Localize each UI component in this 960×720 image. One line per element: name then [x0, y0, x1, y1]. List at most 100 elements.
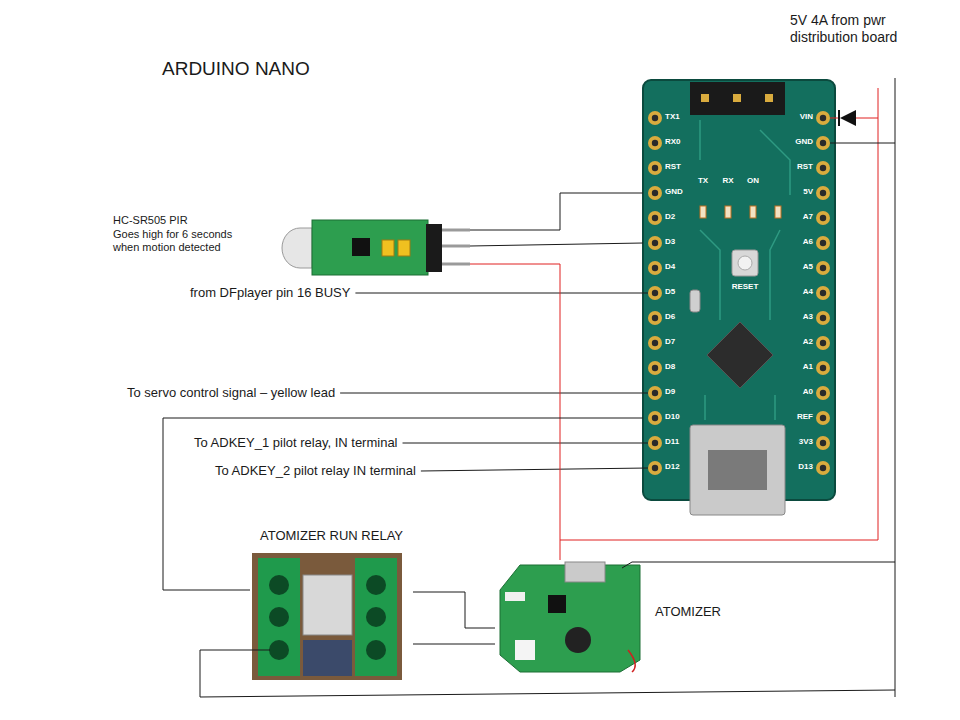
pir-pcb: [312, 220, 428, 275]
pin-label: D3: [665, 238, 675, 246]
icsp-header: [690, 82, 785, 115]
pin-label: D8: [665, 363, 675, 371]
pin-label: 3V3: [799, 438, 813, 446]
pcb-traces: [700, 120, 790, 420]
pin-label: RST: [797, 163, 813, 171]
pin-label: 5V: [803, 188, 813, 196]
ground-rail: [895, 78, 896, 697]
wire: [413, 592, 495, 628]
usb-connector: [565, 562, 605, 582]
pin-label: A2: [803, 338, 813, 346]
pir-sensor: HC-SR505 PIRGoes high for 6 seconds when…: [110, 210, 470, 276]
pin-label: D9: [665, 388, 675, 396]
pin-label: D11: [665, 438, 679, 446]
reset-button: [732, 250, 758, 276]
signal-label: To ADKEY_1 pilot relay, IN terminal: [194, 435, 398, 451]
wire: [163, 418, 643, 590]
part-note: Goes high for 6 seconds when motion dete…: [113, 228, 253, 254]
pin-label: D5: [665, 288, 675, 296]
atomizer-board: ATOMIZER: [495, 560, 735, 672]
pin-label: A5: [803, 263, 813, 271]
pin-label: RST: [665, 163, 681, 171]
led-label: TX: [698, 177, 708, 185]
signal-label: from DFplayer pin 16 BUSY: [190, 285, 350, 301]
terminal-screw: [366, 640, 386, 660]
leader-line: [421, 468, 648, 471]
pin-pad: [648, 436, 662, 450]
arduino-board: TX1RX0RSTGNDD2D3D4D5D6D7D8D9D10D11D12VIN…: [643, 80, 835, 505]
terminal-block: [355, 558, 397, 676]
pin-label: A3: [803, 313, 813, 321]
pir-pin: [442, 263, 470, 266]
pin-pad: [816, 461, 830, 475]
pcb-trace: [704, 395, 706, 420]
ground-wire: [622, 562, 895, 568]
pin-label: TX1: [665, 113, 680, 121]
pin-pad: [816, 111, 830, 125]
pin-pad: [648, 311, 662, 325]
pin-pad: [816, 361, 830, 375]
pin-pad: [648, 161, 662, 175]
pin-pad: [648, 411, 662, 425]
pin-pad: [816, 311, 830, 325]
pin-label: D12: [665, 463, 680, 471]
pin-label: GND: [795, 138, 813, 146]
atomizer-component: [515, 640, 535, 660]
pin-pad: [816, 236, 830, 250]
pin-pad: [816, 386, 830, 400]
header-pin: [701, 94, 709, 102]
pin-pad: [648, 236, 662, 250]
signal-label: To ADKEY_2 pilot relay IN terminal: [215, 463, 416, 479]
atomizer-disc: [565, 627, 591, 653]
led-label: ON: [747, 177, 759, 185]
leader-line: [403, 443, 648, 444]
pcb-trace: [700, 230, 720, 320]
pir-connector: [426, 224, 442, 272]
pir-component: [382, 240, 394, 256]
pir-chip: [352, 238, 370, 256]
reset-button: [738, 256, 752, 270]
power-note: 5V 4A from pwr distribution board: [790, 12, 955, 46]
terminal-block: [258, 558, 300, 676]
power-wire: [830, 118, 838, 119]
header-pin: [765, 94, 773, 102]
pin-label: A0: [803, 388, 813, 396]
pin-pad: [648, 336, 662, 350]
pin-label: D13: [798, 463, 813, 471]
usb-connector: [690, 425, 785, 515]
pin-label: D6: [665, 313, 675, 321]
power-wire: [856, 118, 878, 119]
diode-symbol: [840, 110, 856, 126]
part-name: HC-SR505 PIR: [113, 214, 278, 227]
atomizer-switch: [505, 592, 525, 601]
pin-label: VIN: [800, 113, 813, 121]
pin-pad: [816, 261, 830, 275]
pin-pad: [648, 136, 662, 150]
pir-lens: [282, 228, 312, 268]
pin-label: RX0: [665, 138, 681, 146]
relay-photo: [252, 553, 402, 680]
pin-pad: [816, 186, 830, 200]
pin-pads: [648, 111, 830, 475]
pin-pad: [648, 286, 662, 300]
terminal-screw: [269, 607, 289, 627]
header-pin: [733, 94, 741, 102]
part-name: ATOMIZER RUN RELAY: [250, 528, 413, 544]
terminal-screw: [269, 640, 289, 660]
diagram-title: ARDUINO NANO: [162, 58, 310, 81]
pcb-trace: [699, 120, 701, 160]
pin-label: A6: [803, 238, 813, 246]
pin-label: A4: [803, 288, 813, 296]
pin-pad: [648, 461, 662, 475]
wire: [470, 243, 643, 246]
atomizer-chip: [548, 595, 566, 613]
pin-pad: [648, 111, 662, 125]
pin-pad: [648, 211, 662, 225]
power-rail: [560, 88, 878, 540]
wire: [470, 264, 560, 560]
pin-label: GND: [665, 188, 683, 196]
pin-pad: [816, 161, 830, 175]
pin-pad: [648, 186, 662, 200]
